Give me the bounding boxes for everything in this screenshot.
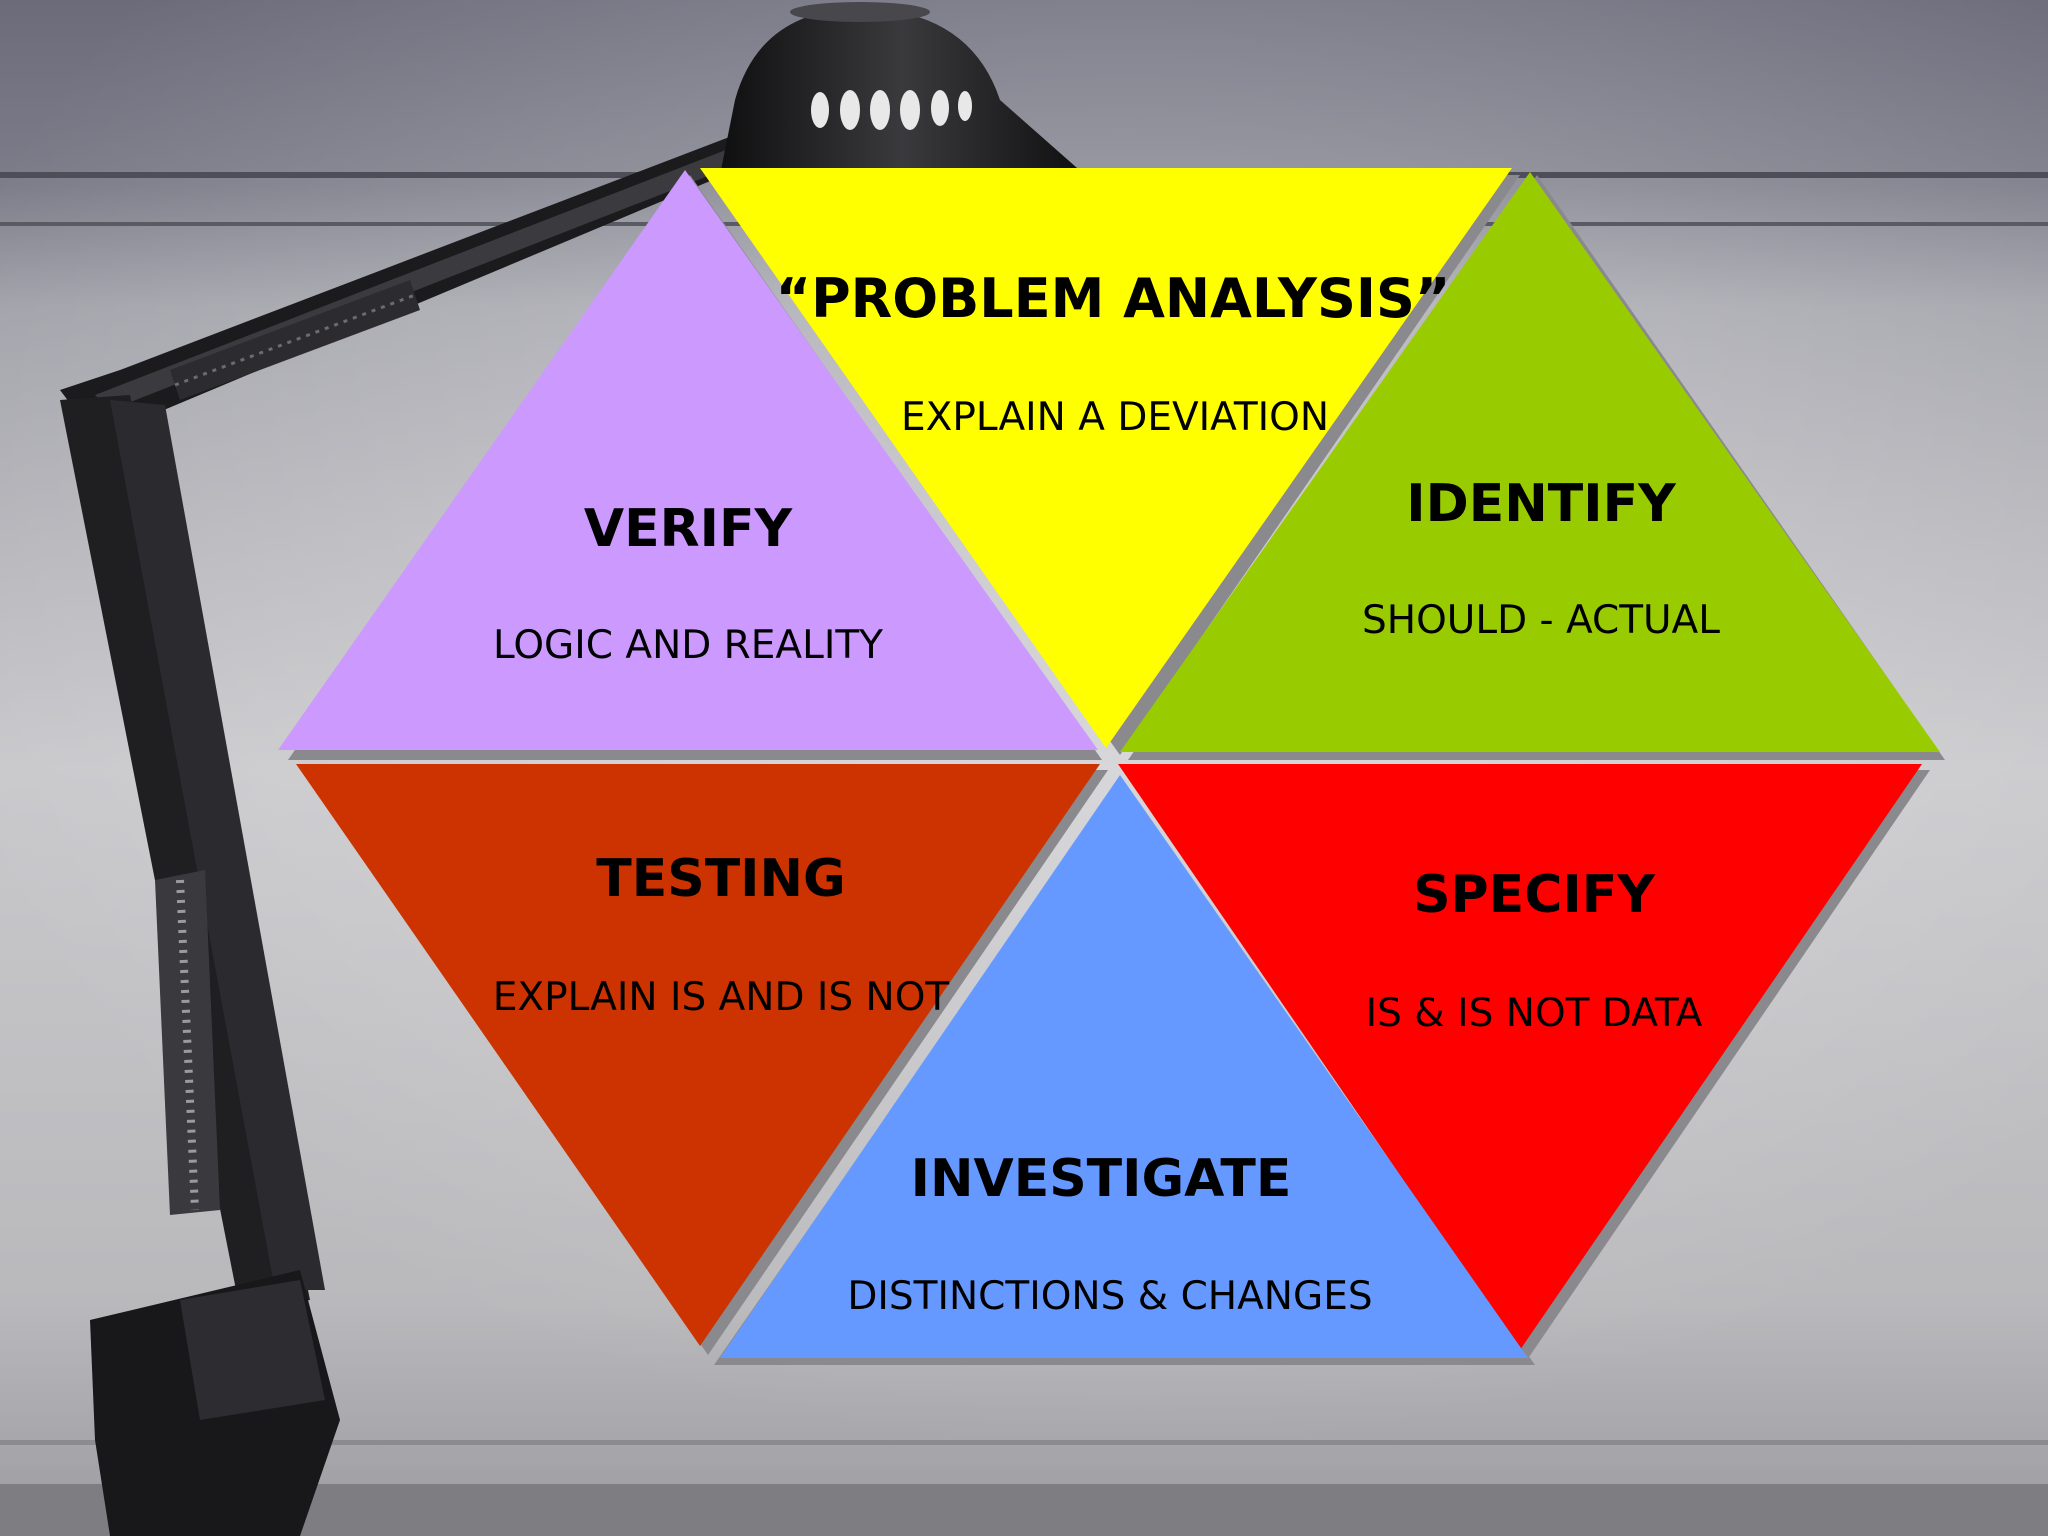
segment-investigate-triangle bbox=[720, 775, 1528, 1358]
lamp-head-rim bbox=[790, 2, 930, 22]
segment-specify-triangle bbox=[1118, 764, 1922, 1350]
lamp-vents bbox=[811, 90, 972, 130]
segment-verify-title: VERIFY bbox=[583, 499, 793, 559]
diagram-subtitle: EXPLAIN A DEVIATION bbox=[900, 395, 1330, 440]
desk-lamp bbox=[60, 2, 1085, 1536]
diagram-title: “PROBLEM ANALYSIS” bbox=[775, 267, 1451, 330]
segment-identify-subtitle: SHOULD - ACTUAL bbox=[1362, 598, 1720, 643]
segment-verify-subtitle: LOGIC AND REALITY bbox=[493, 623, 883, 668]
wall-rail-bottom bbox=[0, 1440, 2048, 1445]
wall-rail-bottom-2 bbox=[0, 1484, 2048, 1536]
segment-specify-subtitle: IS & IS NOT DATA bbox=[1365, 991, 1703, 1036]
lamp-lower-arm-2 bbox=[110, 400, 325, 1290]
lamp-spring-upper bbox=[170, 280, 420, 400]
lamp-base-highlight bbox=[180, 1280, 325, 1420]
problem-analysis-hexagon bbox=[278, 168, 1940, 1358]
segment-verify-triangle bbox=[278, 170, 1098, 750]
segment-testing-subtitle: EXPLAIN IS AND IS NOT bbox=[492, 975, 950, 1020]
segment-testing-triangle bbox=[296, 764, 1100, 1346]
segment-identify-title: IDENTIFY bbox=[1406, 474, 1676, 534]
segment-investigate-subtitle: DISTINCTIONS & CHANGES bbox=[847, 1274, 1373, 1319]
segment-testing-title: TESTING bbox=[596, 849, 846, 909]
segment-identify-triangle bbox=[1120, 172, 1940, 752]
segment-top-triangle bbox=[700, 168, 1512, 748]
segment-specify-title: SPECIFY bbox=[1413, 865, 1655, 925]
segment-investigate-title: INVESTIGATE bbox=[910, 1149, 1292, 1209]
lamp-spring-lower bbox=[155, 870, 220, 1215]
lamp-head bbox=[720, 8, 1085, 175]
